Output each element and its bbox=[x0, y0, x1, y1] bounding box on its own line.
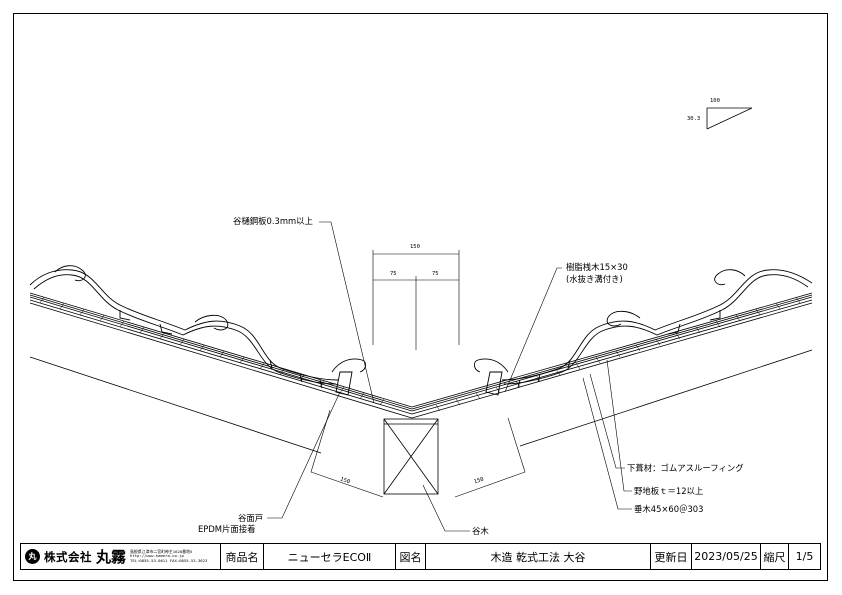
pitch-triangle bbox=[706, 107, 753, 130]
slope-dimensions bbox=[310, 409, 526, 498]
valley-rafter-block bbox=[383, 418, 439, 495]
left-roof-slope bbox=[29, 292, 413, 454]
underlay-label: 下葺材：ゴムアスルーフィング bbox=[627, 463, 744, 473]
top-dimensions bbox=[372, 250, 460, 350]
right-roof-slope bbox=[411, 292, 813, 447]
product-value: ニューセラECOⅡ bbox=[264, 544, 396, 569]
right-tiles bbox=[473, 269, 813, 396]
valley-rafter-label: 谷木 bbox=[472, 526, 489, 536]
company-brand: 丸霧 bbox=[96, 548, 127, 566]
sheathing-hatch bbox=[39, 296, 801, 412]
valley-face-note: EPDM片面接着 bbox=[198, 524, 256, 534]
resin-batten-label: 樹脂桟木15×30 bbox=[566, 262, 628, 272]
scale-value: 1/5 bbox=[795, 550, 814, 563]
product-label: 商品名 bbox=[221, 544, 264, 569]
half-right-dimension: 75 bbox=[432, 271, 439, 277]
half-left-dimension: 75 bbox=[390, 271, 397, 277]
company-name: 株式会社 bbox=[44, 549, 92, 564]
total-width-dimension: 150 bbox=[410, 244, 420, 250]
resin-batten-note: (水抜き溝付き) bbox=[566, 274, 623, 284]
drawing-label: 図名 bbox=[396, 544, 426, 569]
left-tiles bbox=[29, 265, 367, 396]
pitch-run-dimension: 100 bbox=[710, 98, 720, 104]
company-address: 島根県江津市二宮町神主1620番地5 http://www.kamera.co.… bbox=[130, 548, 208, 563]
company-logo-icon: 丸 bbox=[25, 549, 40, 564]
drawing-value: 木造 乾式工法 大谷 bbox=[426, 544, 651, 569]
rafter-label: 垂木45×60＠303 bbox=[634, 504, 704, 514]
sheathing-label: 野地板ｔ＝12以上 bbox=[634, 486, 704, 496]
scale-label: 縮尺 bbox=[761, 544, 789, 569]
title-block: 丸 株式会社 丸霧 島根県江津市二宮町神主1620番地5 http://www.… bbox=[20, 543, 821, 570]
valley-gutter-label: 谷樋鋼板0.3mm以上 bbox=[233, 216, 313, 226]
pitch-rise-dimension: 30.3 bbox=[687, 116, 701, 122]
company-cell: 丸 株式会社 丸霧 島根県江津市二宮町神主1620番地5 http://www.… bbox=[21, 544, 221, 569]
leader-lines bbox=[267, 221, 632, 532]
valley-face-label: 谷面戸 bbox=[238, 513, 264, 523]
updated-label: 更新日 bbox=[651, 544, 692, 569]
drawing-frame bbox=[13, 13, 828, 581]
updated-value: 2023/05/25 bbox=[692, 544, 761, 569]
